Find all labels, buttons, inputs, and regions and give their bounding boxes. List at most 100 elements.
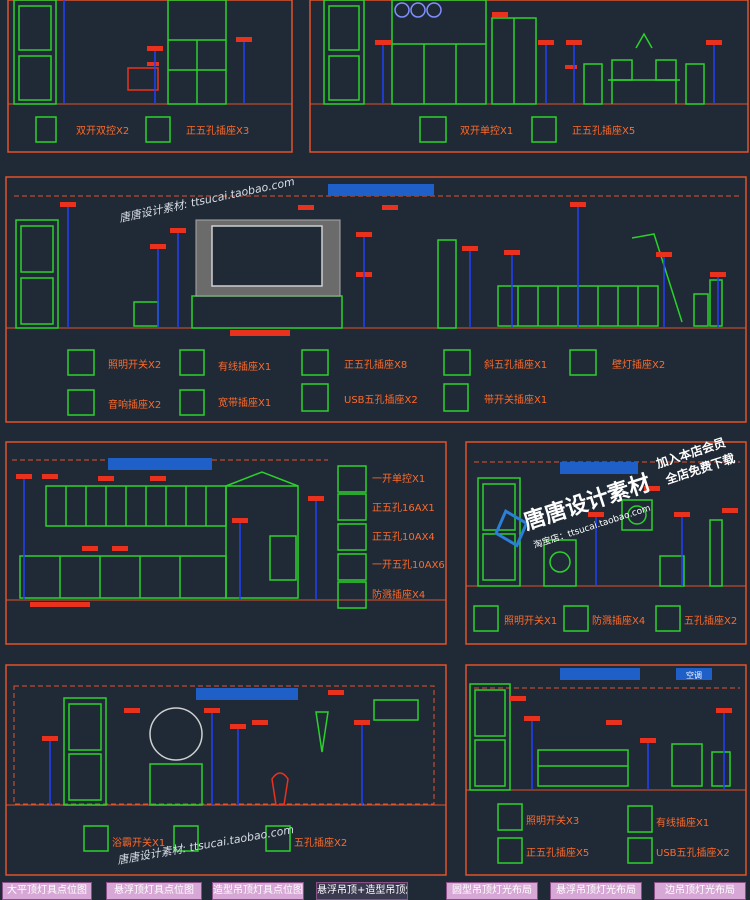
p3-door bbox=[15, 219, 59, 329]
store-logo-icon bbox=[494, 509, 529, 548]
p1-legend-label-2: 正五孔插座X3 bbox=[186, 124, 249, 137]
p7-legend-label-2: 有线插座X1 bbox=[656, 816, 709, 829]
watermark-top: 唐唐设计素材: ttsucai.taobao.com bbox=[118, 175, 296, 225]
p4-legend-label-4: 一开五孔10AX6 bbox=[372, 559, 445, 571]
p2-wine-cabinet bbox=[391, 0, 487, 105]
p7-ac-tag-text: 空调 bbox=[686, 670, 702, 680]
p6-legend-label-1: 浴霸开关X1 bbox=[112, 836, 165, 849]
panel-frame-4 bbox=[5, 441, 447, 645]
tab-flat-ceiling-lights[interactable]: 大平顶灯具点位图 bbox=[2, 882, 92, 900]
p7-legend-icons bbox=[497, 803, 653, 864]
p4-switch-legend bbox=[337, 465, 367, 609]
p2-decor-circles bbox=[394, 2, 442, 18]
p7-markers bbox=[510, 696, 732, 743]
p7-legend-label-1: 照明开关X3 bbox=[526, 814, 579, 827]
p5-legend-label-3: 五孔插座X2 bbox=[684, 614, 737, 627]
p3-legend-label-3: 正五孔插座X8 bbox=[344, 358, 407, 371]
p6-legend-label-2: 五孔插座X2 bbox=[294, 836, 347, 849]
p3-legend-label-2: 有线插座X1 bbox=[218, 360, 271, 373]
tab-shaped-ceiling-lights[interactable]: 造型吊顶灯具点位图 bbox=[212, 882, 304, 900]
layout-tab-bar: 大平顶灯具点位图 悬浮顶灯具点位图 造型吊顶灯具点位图 悬浮吊顶+造型吊顶灯具点… bbox=[0, 880, 750, 900]
p4-legend-label-3: 正五孔10AX4 bbox=[372, 531, 435, 543]
p2-wires bbox=[382, 45, 715, 104]
p2-dining-set bbox=[583, 59, 705, 105]
p3-wires bbox=[67, 207, 719, 328]
panel-frame-3 bbox=[5, 176, 747, 423]
tab-edge-ceiling-lighting[interactable]: 边吊顶灯光布局 bbox=[654, 882, 746, 900]
p6-water-heater bbox=[373, 699, 419, 721]
p5-wires bbox=[595, 517, 683, 586]
elevation-drawing: 双开双控X2 正五孔插座X3 双开单控X1 正五孔插座X5 bbox=[5, 0, 749, 876]
p2-markers bbox=[375, 12, 722, 69]
panel-frame-5 bbox=[465, 441, 747, 645]
p3-tv-cabinet bbox=[191, 295, 343, 329]
p5-markers bbox=[588, 486, 738, 517]
p1-door bbox=[13, 0, 57, 105]
p7-legend-label-3: 正五孔插座X5 bbox=[526, 846, 589, 859]
p6-wires bbox=[49, 713, 363, 805]
p2-legend-icons bbox=[419, 116, 557, 143]
panel-frames bbox=[5, 0, 749, 876]
p2-legend-label-2: 正五孔插座X5 bbox=[572, 124, 635, 137]
p3-markers bbox=[60, 202, 726, 336]
p6-legend-icons bbox=[83, 825, 291, 852]
p1-wires bbox=[63, 0, 245, 104]
p7-title-bar bbox=[560, 668, 640, 680]
tab-floating-ceiling-lights[interactable]: 悬浮顶灯具点位图 bbox=[106, 882, 202, 900]
p3-legend-label-5: 壁灯插座X2 bbox=[612, 358, 665, 371]
p1-markers bbox=[147, 37, 252, 66]
p6-vanity bbox=[149, 763, 203, 806]
p5-legend-label-1: 照明开关X1 bbox=[504, 614, 557, 627]
panel-frame-6 bbox=[5, 664, 447, 876]
tab-combined-ceiling-lights[interactable]: 悬浮吊顶+造型吊顶灯具点位图 bbox=[316, 882, 408, 900]
panel-frame-7 bbox=[465, 664, 747, 876]
store-logo: 唐唐设计素材 淘宝店：ttsucai.taobao.com 加入本店会员 全店免… bbox=[494, 434, 737, 551]
p6-vase bbox=[271, 772, 289, 806]
p3-legend-label-7: 宽带插座X1 bbox=[218, 396, 271, 409]
p4-markers bbox=[16, 474, 324, 607]
p7-bed bbox=[537, 749, 629, 787]
p3-air-conditioner bbox=[437, 239, 457, 329]
p3-legend-label-1: 照明开关X2 bbox=[108, 358, 161, 371]
p1-legend-label-1: 双开双控X2 bbox=[76, 124, 129, 137]
tab-round-ceiling-lighting[interactable]: 圆型吊顶灯光布局 bbox=[446, 882, 538, 900]
p1-stool bbox=[127, 67, 159, 91]
p5-title-bar bbox=[560, 462, 638, 474]
p1-furniture bbox=[13, 0, 227, 105]
panel-frame-1 bbox=[7, 0, 293, 153]
p3-legend-label-8: USB五孔插座X2 bbox=[344, 393, 418, 406]
p5-legend-label-2: 防溅插座X4 bbox=[592, 614, 645, 627]
panel-frame-2 bbox=[309, 0, 749, 153]
p4-legend-label-5: 防溅插座X4 bbox=[372, 588, 425, 601]
p5-washing-machine bbox=[543, 539, 577, 587]
p6-mirror bbox=[149, 707, 203, 761]
p6-furniture bbox=[63, 697, 419, 806]
p4-legend-label-1: 一开单控X1 bbox=[372, 472, 425, 485]
p3-legend-icons bbox=[67, 349, 597, 416]
p5-door bbox=[477, 477, 521, 587]
p3-floor-lamp bbox=[631, 233, 683, 323]
p7-legend-label-4: USB五孔插座X2 bbox=[656, 846, 730, 859]
p1-legend-icons bbox=[35, 116, 171, 143]
p3-tv bbox=[211, 225, 323, 287]
p2-furniture bbox=[323, 0, 705, 105]
p7-ac-tag bbox=[676, 668, 712, 680]
p6-shower bbox=[315, 711, 329, 753]
tab-floating-ceiling-lighting[interactable]: 悬浮吊顶灯光布局 bbox=[550, 882, 642, 900]
p7-door bbox=[469, 683, 511, 791]
p6-title-bar bbox=[196, 688, 298, 700]
p7-furniture bbox=[469, 683, 731, 791]
p2-legend-label-1: 双开单控X1 bbox=[460, 124, 513, 137]
p3-title-bar bbox=[328, 184, 434, 196]
p3-legend-label-9: 带开关插座X1 bbox=[484, 393, 547, 406]
p3-legend-label-6: 音响插座X2 bbox=[108, 398, 161, 411]
p6-door bbox=[63, 697, 107, 806]
p6-markers bbox=[42, 690, 370, 741]
p3-legend-label-4: 斜五孔插座X1 bbox=[484, 358, 547, 371]
p2-door bbox=[323, 0, 365, 105]
p5-furniture bbox=[477, 477, 723, 587]
p5-legend-icons bbox=[473, 605, 681, 632]
p4-kitchen-cabinets bbox=[19, 471, 299, 599]
p4-title-bar bbox=[108, 458, 212, 470]
